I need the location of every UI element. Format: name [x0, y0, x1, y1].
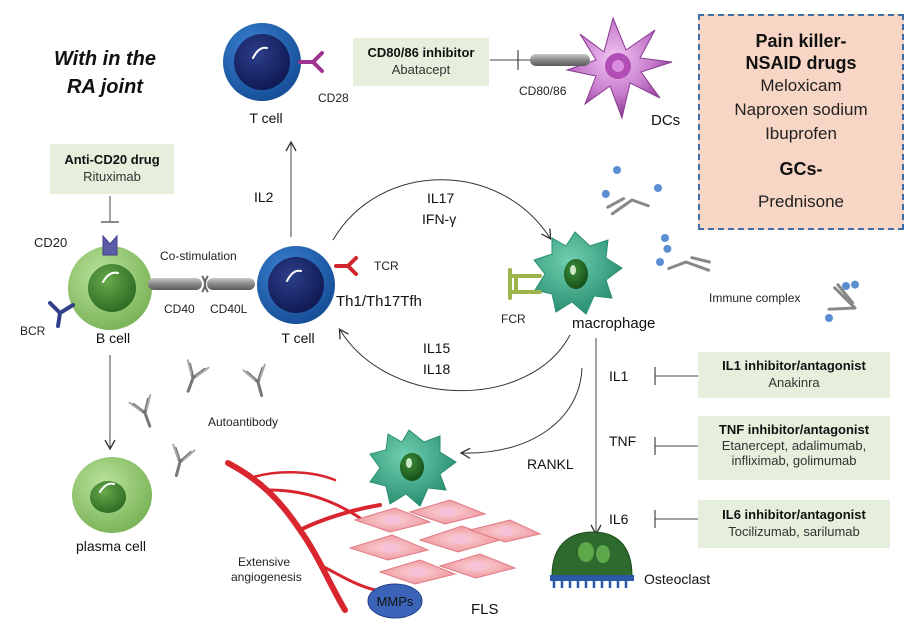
- dendritic-cell: [565, 16, 673, 120]
- cd40l-receptor: [207, 278, 255, 290]
- tnf-inhibitor-heading: TNF inhibitor/antagonist: [718, 422, 870, 437]
- tnf-inhibitor-drugs-line2: infliximab, golimumab: [731, 453, 857, 468]
- plasma-cell-label: plasma cell: [76, 538, 146, 554]
- cd20-receptor: [102, 234, 118, 256]
- macrophage-2: [369, 429, 457, 507]
- nsaid-drug-ibuprofen: Ibuprofen: [765, 124, 837, 143]
- immune-complex-3: [827, 280, 860, 311]
- blood-vessels: [225, 460, 382, 613]
- t-cell-center: [257, 246, 335, 324]
- il2-label: IL2: [254, 189, 274, 205]
- tcr-label: TCR: [374, 259, 399, 273]
- cd80-86-label: CD80/86: [519, 84, 567, 98]
- il6-label: IL6: [609, 511, 629, 527]
- nsaid-heading-line2: NSAID drugs: [745, 53, 857, 73]
- nsaid-heading-line1: Pain killer-: [755, 31, 847, 51]
- immune-complex-label: Immune complex: [709, 291, 800, 305]
- mmps-ellipse: [367, 583, 423, 619]
- t-cell-top-label: T cell: [249, 110, 282, 126]
- macrophage-label: macrophage: [572, 315, 655, 332]
- immune-complex-1: [601, 189, 650, 216]
- tnf-inhibitor-box: TNF inhibitor/antagonist Etanercept, ada…: [698, 416, 890, 480]
- il6-inhibitor-drugs: Tocilizumab, sarilumab: [728, 524, 860, 539]
- cd40-label: CD40: [164, 302, 195, 316]
- diagram-title-line1: With in the: [54, 48, 156, 70]
- il15-arrow: [338, 328, 571, 392]
- il1-label: IL1: [609, 368, 629, 384]
- il1-inhibitor-heading: IL1 inhibitor/antagonist: [722, 358, 866, 373]
- tnf-inhibitor-drugs-line1: Etanercept, adalimumab,: [721, 438, 867, 453]
- il17-arrow: [332, 179, 552, 241]
- macrophage-to-macrophage-arrow: [459, 367, 583, 459]
- fcr-label: FCR: [501, 312, 526, 326]
- dcs-label: DCs: [651, 112, 680, 129]
- nsaid-drug-meloxicam: Meloxicam: [760, 76, 842, 95]
- co-stimulation-label: Co-stimulation: [160, 249, 237, 263]
- b-cell-label: B cell: [96, 330, 130, 346]
- fls-label: FLS: [471, 601, 499, 618]
- gcs-heading: GCs-: [779, 159, 823, 179]
- il6-inhibitor-heading: IL6 inhibitor/antagonist: [722, 507, 866, 522]
- il6-inhibitor-box: IL6 inhibitor/antagonist Tocilizumab, sa…: [698, 500, 890, 548]
- anti-cd20-heading: Anti-CD20 drug: [64, 152, 160, 167]
- macrophage: [533, 231, 623, 315]
- diagram-title-line2: RA joint: [67, 76, 144, 98]
- il1-inhibitor-drugs: Anakinra: [768, 375, 820, 390]
- plasma-cell: [72, 457, 152, 533]
- th-subsets-label: Th1/Th17Tfh: [336, 293, 422, 310]
- cd40-receptor: [148, 278, 202, 290]
- cd80-86-inhibitor-heading: CD80/86 inhibitor: [367, 45, 475, 60]
- cd80-86-receptor: [530, 54, 590, 66]
- angiogenesis-label-line1: Extensive: [238, 555, 290, 569]
- cd28-label: CD28: [318, 91, 349, 105]
- t-cell-top: [223, 23, 324, 101]
- angiogenesis-label-line2: angiogenesis: [231, 570, 302, 584]
- osteoclast-label: Osteoclast: [644, 571, 710, 587]
- anti-cd20-box: Anti-CD20 drug Rituximab: [50, 144, 174, 194]
- il17-label: IL17: [427, 190, 454, 206]
- nsaid-gcs-box: Pain killer- NSAID drugs Meloxicam Napro…: [698, 14, 904, 230]
- immune-complex-2: [663, 244, 711, 272]
- t-cell-center-label: T cell: [281, 330, 314, 346]
- il15-label: IL15: [423, 340, 450, 356]
- cd80-86-inhibitor-box: CD80/86 inhibitor Abatacept: [353, 38, 489, 86]
- cd80-86-inhibitor-drugs: Abatacept: [391, 62, 451, 77]
- gcs-drug-prednisone: Prednisone: [757, 192, 844, 211]
- ifn-gamma-label: IFN-γ: [422, 211, 456, 227]
- anti-cd20-drugs: Rituximab: [83, 169, 141, 184]
- il1-inhibitor-box: IL1 inhibitor/antagonist Anakinra: [698, 352, 890, 398]
- il18-label: IL18: [423, 361, 450, 377]
- bcr-label: BCR: [20, 324, 46, 338]
- tnf-label: TNF: [609, 433, 636, 449]
- cd20-label: CD20: [34, 235, 67, 250]
- mmps-label: MMPs: [377, 594, 414, 609]
- autoantibody-label: Autoantibody: [208, 415, 278, 429]
- rankl-label: RANKL: [527, 456, 574, 472]
- tcr-receptor: [334, 256, 358, 276]
- cd40l-label: CD40L: [210, 302, 248, 316]
- fcr-receptor: [508, 268, 542, 300]
- b-cell: [68, 246, 152, 330]
- osteoclast: [550, 531, 634, 588]
- fls-cells: [348, 499, 542, 585]
- bcr-receptor: [48, 301, 75, 328]
- nsaid-drug-naproxen: Naproxen sodium: [734, 100, 868, 119]
